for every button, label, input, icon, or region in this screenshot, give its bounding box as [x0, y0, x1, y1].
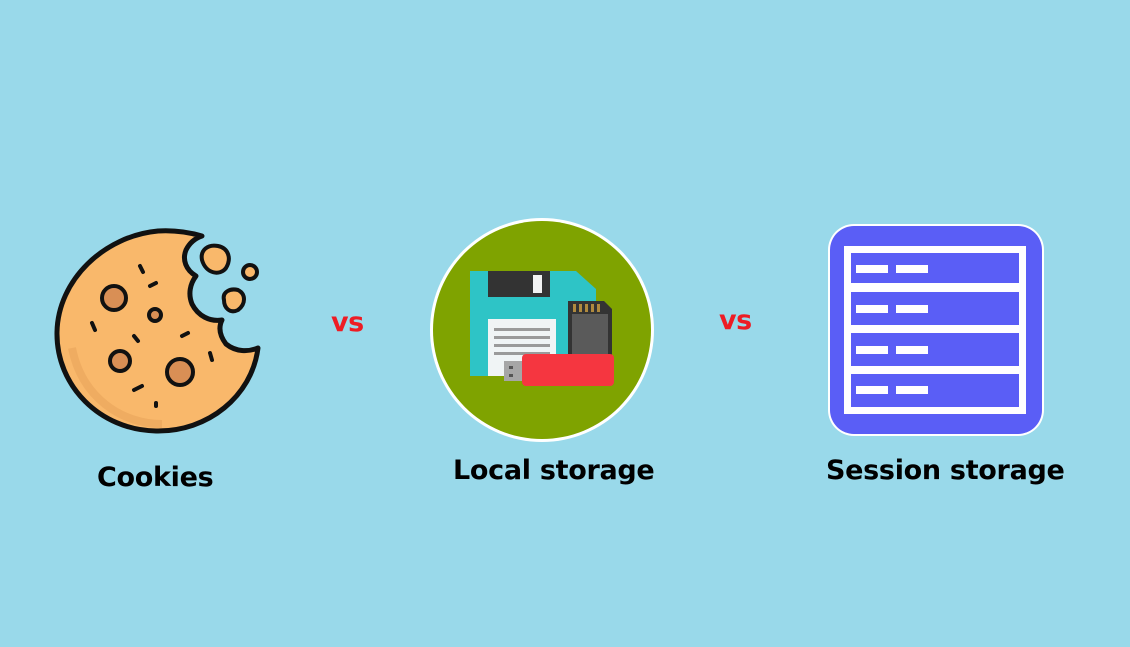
vs-separator-2: vs [719, 305, 752, 336]
storage-devices-icon [426, 216, 658, 446]
vs-separator-1: vs [331, 307, 364, 338]
cookies-label: Cookies [97, 462, 214, 493]
local-storage-label: Local storage [453, 455, 655, 486]
cookie-icon [52, 228, 264, 434]
session-storage-label: Session storage [826, 455, 1065, 486]
database-table-icon [826, 222, 1046, 438]
